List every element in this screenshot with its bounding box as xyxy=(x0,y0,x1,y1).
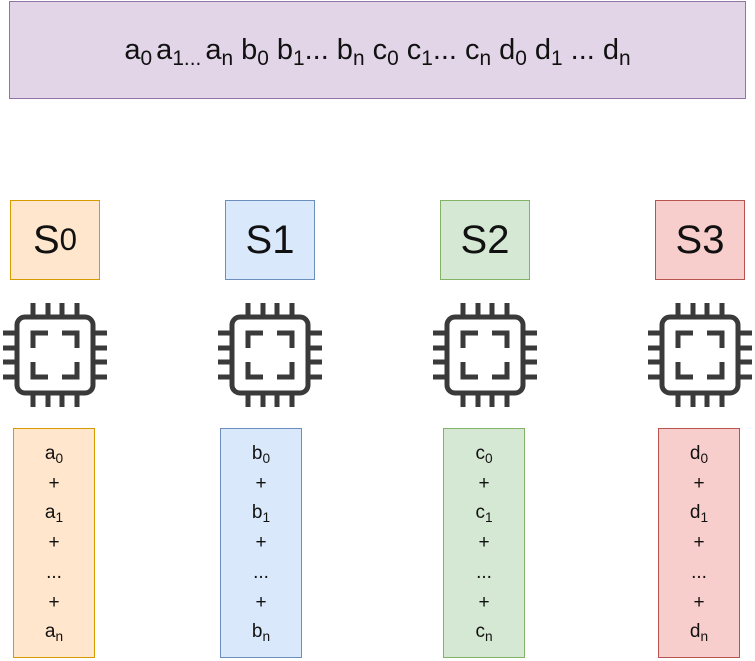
partial-sum-s1: b0 + b1 + ... + bn xyxy=(220,428,302,658)
sum-term: + xyxy=(48,472,60,494)
sequence-token: a1... xyxy=(156,33,202,70)
sequence-token: b0 xyxy=(241,33,269,70)
cpu-chip-icon xyxy=(218,303,322,407)
sequence-token: ... xyxy=(570,33,595,66)
sequence-token: dn xyxy=(602,33,631,70)
partial-sum-s2: c0 + c1 + ... + cn xyxy=(443,428,525,658)
sum-term: + xyxy=(693,532,705,553)
sum-term: + xyxy=(478,472,490,494)
sum-term: + xyxy=(478,532,490,553)
sum-term: an xyxy=(44,621,64,645)
sequence-token: c1... xyxy=(406,33,457,70)
sum-term: a0 xyxy=(44,442,64,466)
cpu-chip-icon xyxy=(3,303,107,407)
sum-term: dn xyxy=(689,621,709,645)
partial-sum-s0: a0 + a1 + ... + an xyxy=(13,428,95,658)
sum-term: + xyxy=(48,532,60,553)
sum-term: + xyxy=(48,591,60,613)
sum-term: c1 xyxy=(475,502,493,526)
sum-term: + xyxy=(255,532,267,553)
partial-sum-s3: d0 + d1 + ... + dn xyxy=(658,428,740,658)
sum-term: + xyxy=(693,472,705,494)
sum-term: a1 xyxy=(44,502,64,526)
sum-term: + xyxy=(255,591,267,613)
sequence-token: d0 xyxy=(499,33,527,70)
sequence-token: c0 xyxy=(372,33,399,70)
sum-term: + xyxy=(478,591,490,613)
sum-term: d0 xyxy=(689,442,709,466)
sequence-token: an xyxy=(205,33,234,70)
sequence-token: b1... xyxy=(276,33,329,70)
sum-term: ... xyxy=(476,561,492,583)
cpu-chip-icon xyxy=(433,303,537,407)
sum-term: d1 xyxy=(689,502,709,526)
sum-term: + xyxy=(255,472,267,494)
sequence-token: bn xyxy=(336,33,365,70)
sequence-token: d1 xyxy=(534,33,563,70)
input-sequence-banner: a0 a1... an b0 b1... bn c0 c1... cn d0 d… xyxy=(9,1,746,99)
sum-term: ... xyxy=(46,561,62,583)
sum-term: ... xyxy=(253,561,269,583)
sum-term: bn xyxy=(251,621,271,645)
sum-term: b0 xyxy=(251,442,271,466)
sum-term: b1 xyxy=(251,502,271,526)
sum-term: ... xyxy=(691,561,707,583)
cpu-chip-icon xyxy=(648,303,752,407)
sum-term: cn xyxy=(475,621,493,645)
sequence-token: cn xyxy=(464,33,492,70)
sequence-token: a0 xyxy=(124,33,153,70)
sum-term: + xyxy=(693,591,705,613)
sum-term: c0 xyxy=(475,442,493,466)
